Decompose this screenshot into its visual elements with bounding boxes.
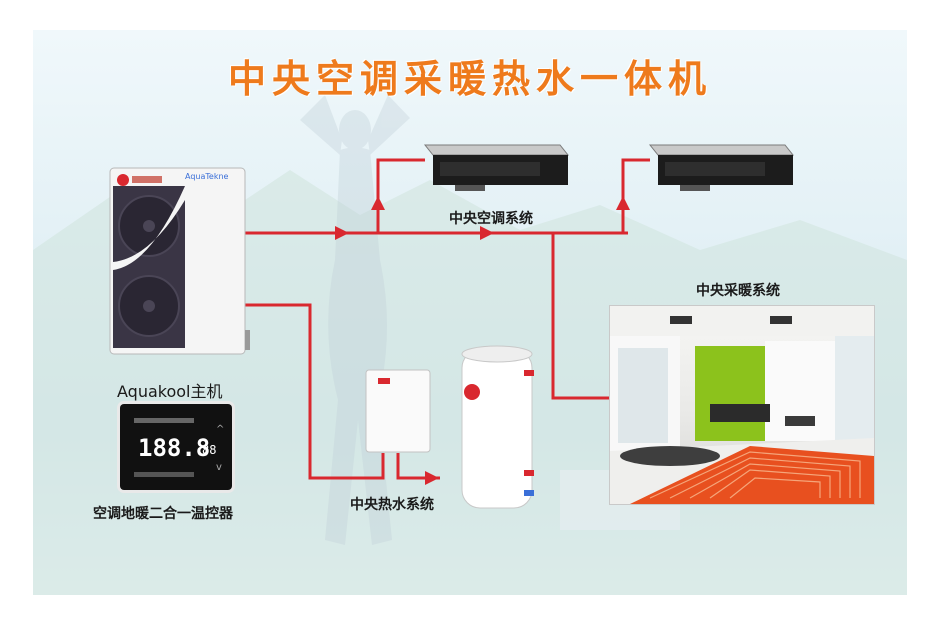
arrow-right-2 (480, 226, 494, 240)
ac-indoor-unit-2 (648, 144, 795, 191)
water-tank (461, 345, 534, 509)
label-thermostat: 空调地暖二合一温控器 (93, 506, 233, 522)
green-wall (695, 346, 765, 441)
hot-water-indoor-unit (365, 369, 431, 453)
arrow-up-2 (616, 196, 630, 210)
ac-indoor-unit-1 (423, 144, 570, 191)
unit-brand-label: AquaTekne (185, 172, 229, 181)
thermostat-screen: 188.8 88 ^ v (134, 418, 224, 477)
heating-room-image (609, 305, 875, 505)
pipe-hot-water-1 (245, 303, 385, 480)
sofa (710, 404, 770, 422)
thermostat-small-readout: 88 (202, 443, 216, 457)
label-main-unit: Aquakool主机 (117, 382, 223, 401)
room-graphics (610, 306, 874, 504)
pipe-heating (551, 233, 612, 400)
arrow-right-3 (425, 471, 439, 485)
thermostat-device: 188.8 88 ^ v (120, 404, 232, 490)
chevron-up-icon: ^ (216, 424, 224, 435)
floor-heating (630, 446, 874, 504)
arrow-right-1 (335, 226, 349, 240)
page-title: 中央空调采暖热水一体机 (227, 57, 712, 101)
label-heating-system: 中央采暖系统 (696, 283, 780, 299)
arrow-up-1 (371, 196, 385, 210)
chevron-down-icon: v (216, 462, 222, 473)
main-outdoor-unit (109, 167, 250, 355)
thermostat-readout: 188.8 (138, 434, 210, 462)
pipe-arrows (335, 196, 630, 485)
label-hot-water-system: 中央热水系统 (350, 497, 434, 513)
label-ac-system: 中央空调系统 (449, 211, 533, 227)
pipe-network (245, 158, 650, 480)
